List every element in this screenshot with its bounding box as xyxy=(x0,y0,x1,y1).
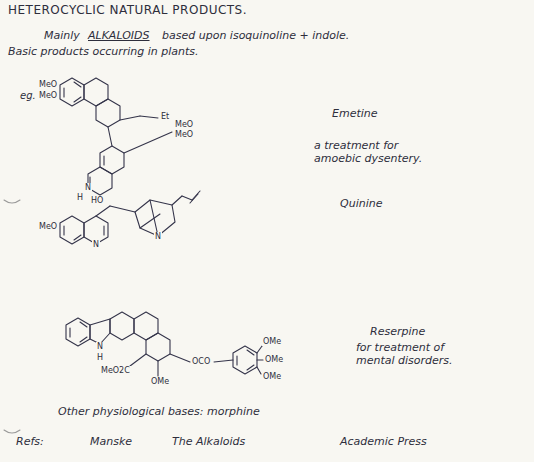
atom-label: MeO xyxy=(174,130,194,139)
atom-label: HO xyxy=(90,196,104,205)
note-text: Basic products occurring in plants. xyxy=(8,46,199,59)
compound-name: Reserpine xyxy=(370,326,425,339)
note-text: eg. xyxy=(20,90,36,102)
note-text: based upon isoquinoline + indole. xyxy=(162,30,349,43)
note-text: a treatment for amoebic dysentery. xyxy=(314,140,446,165)
reference-text: The Alkaloids xyxy=(172,436,245,449)
atom-label: MeO xyxy=(38,91,58,100)
atom-label: OMe xyxy=(150,377,170,386)
atom-label: N xyxy=(84,183,92,192)
compound-name: Quinine xyxy=(340,198,382,211)
atom-label: OMe xyxy=(262,372,282,381)
note-text: Mainly xyxy=(44,30,80,43)
note-text: for treatment of mental disorders. xyxy=(356,342,476,367)
reserpine-structure xyxy=(66,312,263,376)
atom-label: N xyxy=(92,240,100,249)
atom-label: OMe xyxy=(262,337,282,346)
quinine-structure xyxy=(60,191,200,244)
atom-label: H xyxy=(96,353,104,362)
atom-label: MeO xyxy=(174,120,194,129)
atom-label: MeO2C xyxy=(100,366,131,375)
punch-hole xyxy=(4,200,20,203)
atom-label: OMe xyxy=(264,355,284,364)
atom-label: MeO xyxy=(38,222,58,231)
compound-name: Emetine xyxy=(332,108,378,121)
reference-text: Academic Press xyxy=(340,436,427,449)
atom-label: H xyxy=(76,193,84,202)
atom-label: OCO xyxy=(191,357,211,366)
punch-hole xyxy=(4,430,20,433)
atom-label: N xyxy=(96,342,104,351)
note-text: ALKALOIDS xyxy=(88,30,150,43)
atom-label: MeO xyxy=(38,80,58,89)
reference-text: Manske xyxy=(90,436,132,449)
reference-text: Refs: xyxy=(16,436,44,449)
page-title: HETEROCYCLIC NATURAL PRODUCTS. xyxy=(8,4,247,18)
note-text: Other physiological bases: morphine xyxy=(58,406,260,419)
emetine-structure xyxy=(60,78,172,195)
atom-label: N xyxy=(154,232,162,241)
atom-label: Et xyxy=(160,112,170,121)
